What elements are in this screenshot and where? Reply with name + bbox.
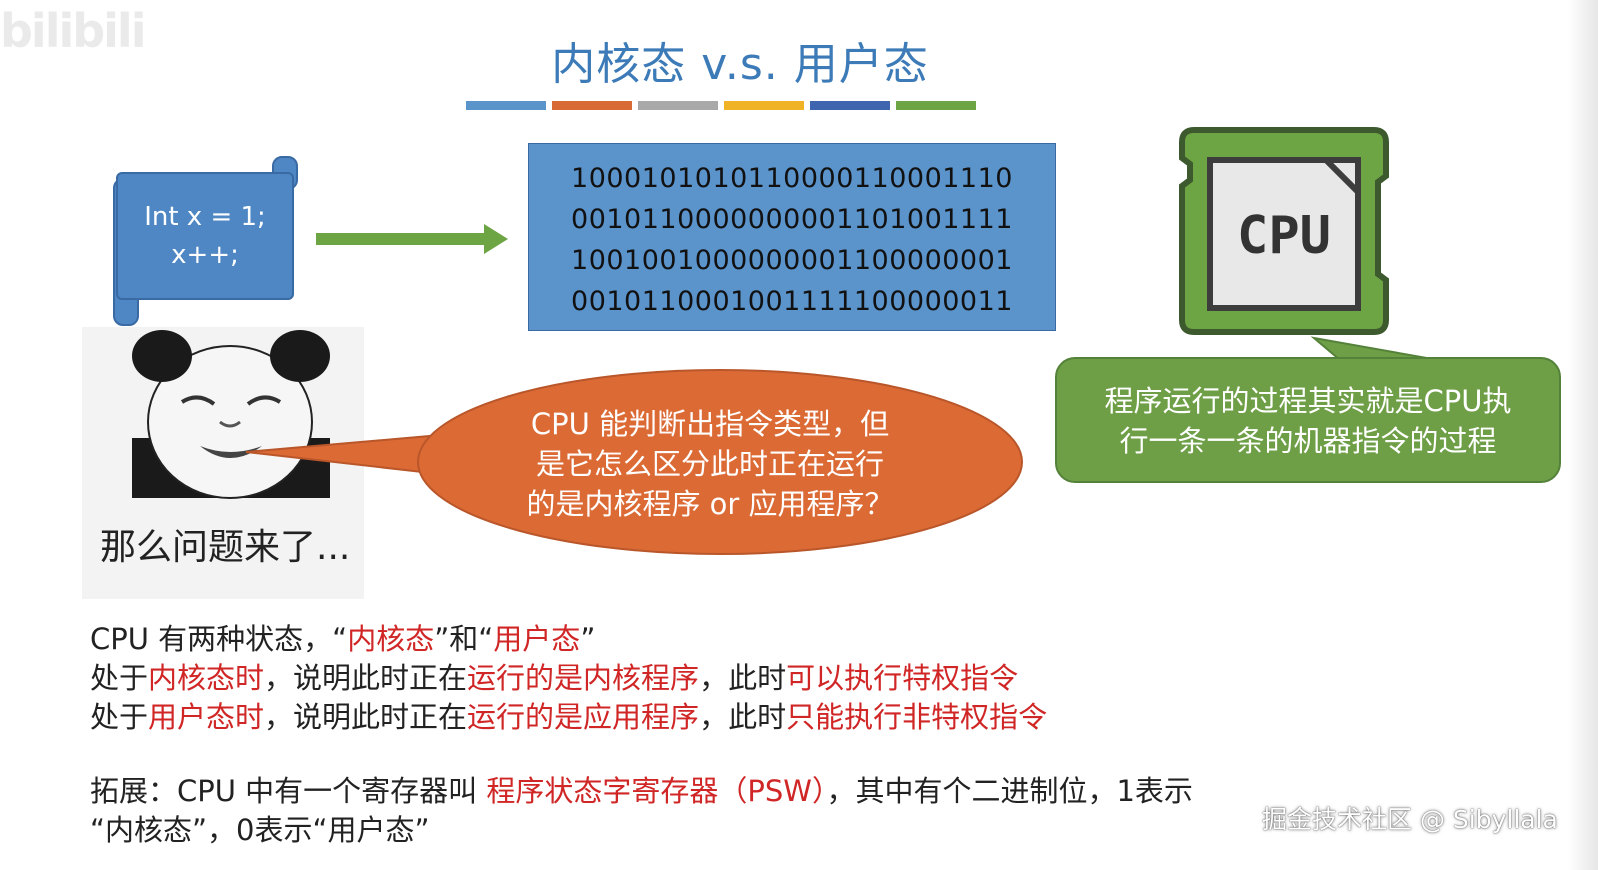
cpu-chip-icon: CPU (1179, 127, 1389, 335)
question-line-2: 是它怎么区分此时正在运行 (535, 447, 884, 481)
decor-bar-1 (466, 101, 546, 110)
text-highlight: 可以执行特权指令 (786, 661, 1019, 695)
cpu-callout-line-1: 程序运行的过程其实就是CPU执 (1104, 384, 1512, 418)
text-highlight: 运行的是内核程序 (467, 661, 700, 695)
juejin-watermark: 掘金技术社区 @ Sibyllala (1262, 805, 1558, 834)
text-highlight: 运行的是应用程序 (467, 700, 700, 734)
body-line-3: 处于用户态时，说明此时正在运行的是应用程序，此时只能执行非特权指令 (90, 694, 1047, 736)
text-highlight: 内核态时 (148, 661, 265, 695)
text-highlight: 内核态 (347, 622, 435, 656)
text-highlight: 只能执行非特权指令 (786, 700, 1048, 734)
text: CPU 有两种状态，“ (90, 622, 348, 656)
decor-bar-6 (896, 101, 976, 110)
question-bubble (245, 369, 1023, 555)
arrow-right-icon (316, 224, 508, 254)
text: ，此时 (699, 700, 787, 734)
machine-code-box: 1000101010110000110001110 00101100000000… (528, 143, 1056, 331)
question-line-1: CPU 能判断出指令类型，但 (530, 407, 890, 441)
text: ”和“ (434, 622, 494, 656)
bilibili-watermark: bilibili (0, 4, 146, 58)
edge-shadow (1568, 0, 1598, 870)
text: 拓展：CPU 中有一个寄存器叫 (90, 774, 487, 808)
cpu-explanation-callout: 程序运行的过程其实就是CPU执 行一条一条的机器指令的过程 (1055, 357, 1561, 483)
binary-line-3: 1001001000000001100000001 (571, 245, 1013, 276)
cpu-callout-line-2: 行一条一条的机器指令的过程 (1119, 424, 1497, 458)
question-text: CPU 能判断出指令类型，但 是它怎么区分此时正在运行 的是内核程序 or 应用… (485, 404, 935, 524)
page-title: 内核态 v.s. 用户态 (551, 39, 929, 90)
text: ，其中有个二进制位，1表示 (826, 774, 1193, 808)
text: 处于 (90, 700, 149, 734)
text-highlight: 程序状态字寄存器（PSW） (486, 774, 827, 808)
binary-line-1: 1000101010110000110001110 (571, 163, 1013, 194)
body-line-1: CPU 有两种状态，“内核态”和“用户态” (90, 616, 595, 658)
body-line-2: 处于内核态时，说明此时正在运行的是内核程序，此时可以执行特权指令 (90, 655, 1018, 697)
text-highlight: 用户态 (493, 622, 581, 656)
binary-line-2: 0010110000000001101001111 (571, 204, 1013, 235)
code-line-2: x++; (171, 240, 239, 270)
panda-face-icon (132, 330, 330, 499)
body-line-5: “内核态”，0表示“用户态” (90, 813, 430, 847)
meme-caption: 那么问题来了... (100, 527, 351, 568)
decor-bar-3 (638, 101, 718, 110)
code-line-1: Int x = 1; (144, 202, 266, 232)
code-scroll: Int x = 1; x++; (116, 172, 294, 300)
cpu-label: CPU (1237, 206, 1331, 266)
text: ，说明此时正在 (264, 700, 468, 734)
decor-bar-4 (724, 101, 804, 110)
decor-bar-5 (810, 101, 890, 110)
decor-bar-2 (552, 101, 632, 110)
text: 处于 (90, 661, 149, 695)
text: ” (580, 622, 596, 656)
text-highlight: 用户态时 (148, 700, 265, 734)
body-line-4: 拓展：CPU 中有一个寄存器叫 程序状态字寄存器（PSW），其中有个二进制位，1… (90, 768, 1193, 810)
question-line-3: 的是内核程序 or 应用程序？ (526, 487, 894, 521)
text: ，说明此时正在 (264, 661, 468, 695)
text: ，此时 (699, 661, 787, 695)
binary-line-4: 0010110001001111100000011 (571, 286, 1013, 317)
